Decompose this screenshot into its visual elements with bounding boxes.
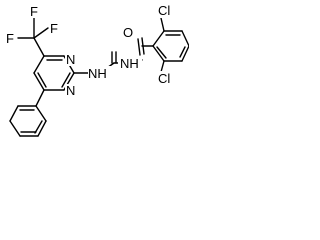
atom-cl-top: Cl [158,3,170,18]
atom-nh-amide: NH [120,56,139,71]
atom-f-left: F [6,31,14,46]
chemical-structure: Cl Cl O NH NH N N F F F [6,3,189,137]
ring-to-phenyl-bond [35,89,45,107]
atom-cl-bottom: Cl [158,71,170,86]
atom-o-amide: O [123,25,133,40]
dichlorophenyl-ring [152,30,189,62]
amide-carbonyl-bond [137,38,141,56]
atom-n-lower: N [66,83,75,98]
ring-to-cl-bottom-bond [160,60,165,73]
atom-f-top: F [30,4,38,19]
phenyl-ring [9,105,47,137]
atom-f-right: F [50,21,58,36]
ring-to-cl-top-bond [160,17,165,32]
atom-n-upper: N [66,52,75,67]
cf3-to-ring-bond [33,37,45,57]
cf3-bond-f-right [33,27,49,39]
atom-labels: Cl Cl O NH NH N N F F F [6,3,176,98]
atom-nh-urea: NH [88,66,107,81]
